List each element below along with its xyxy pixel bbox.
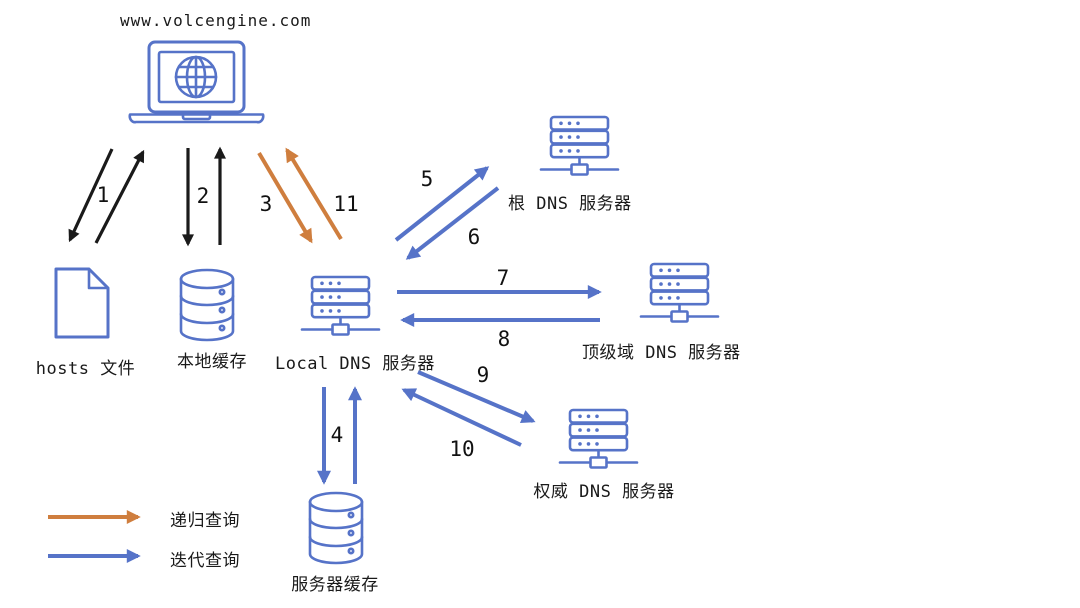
server-icon-root-dns <box>539 115 620 176</box>
step-11-number: 11 <box>333 192 359 216</box>
step-5-number: 5 <box>420 167 434 191</box>
database-icon-server-cache <box>308 491 364 565</box>
step-8-number: 8 <box>497 327 511 351</box>
step-10-number: 10 <box>449 437 475 461</box>
server-cache-label: 服务器缓存 <box>291 575 379 595</box>
server-icon-auth-dns <box>558 408 639 469</box>
step-1-number: 1 <box>96 183 110 207</box>
step-7-number: 7 <box>496 266 510 290</box>
server-icon-local-dns <box>300 275 381 336</box>
arrow-step11-recursive-response <box>285 147 343 241</box>
arrow-step1-query <box>68 148 114 243</box>
arrow-step5-to-root <box>394 166 490 242</box>
laptop-icon <box>128 40 265 124</box>
local-dns-label: Local DNS 服务器 <box>275 354 435 374</box>
root-dns-label: 根 DNS 服务器 <box>508 194 632 214</box>
arrow-step10-from-auth <box>401 388 522 447</box>
document-icon-hosts <box>54 267 110 339</box>
arrow-step3-recursive-query <box>257 151 313 244</box>
step-3-number: 3 <box>259 192 273 216</box>
hosts-file-label: hosts 文件 <box>35 359 136 379</box>
step-9-number: 9 <box>476 363 490 387</box>
step-6-number: 6 <box>467 225 481 249</box>
client-url-label: www.volcengine.com <box>120 11 312 30</box>
arrow-step1-response <box>94 149 145 244</box>
local-cache-label: 本地缓存 <box>177 352 247 372</box>
step-2-number: 2 <box>196 184 210 208</box>
legend-iterative-label: 迭代查询 <box>170 551 240 571</box>
tld-dns-label: 顶级域 DNS 服务器 <box>582 343 741 363</box>
database-icon-local-cache <box>179 268 235 342</box>
arrow-step9-to-auth <box>417 370 536 424</box>
step-4-number: 4 <box>330 423 344 447</box>
arrow-step6-from-root <box>405 186 500 260</box>
legend-recursive-label: 递归查询 <box>170 511 240 531</box>
auth-dns-label: 权威 DNS 服务器 <box>533 482 675 502</box>
server-icon-tld-dns <box>639 262 720 323</box>
